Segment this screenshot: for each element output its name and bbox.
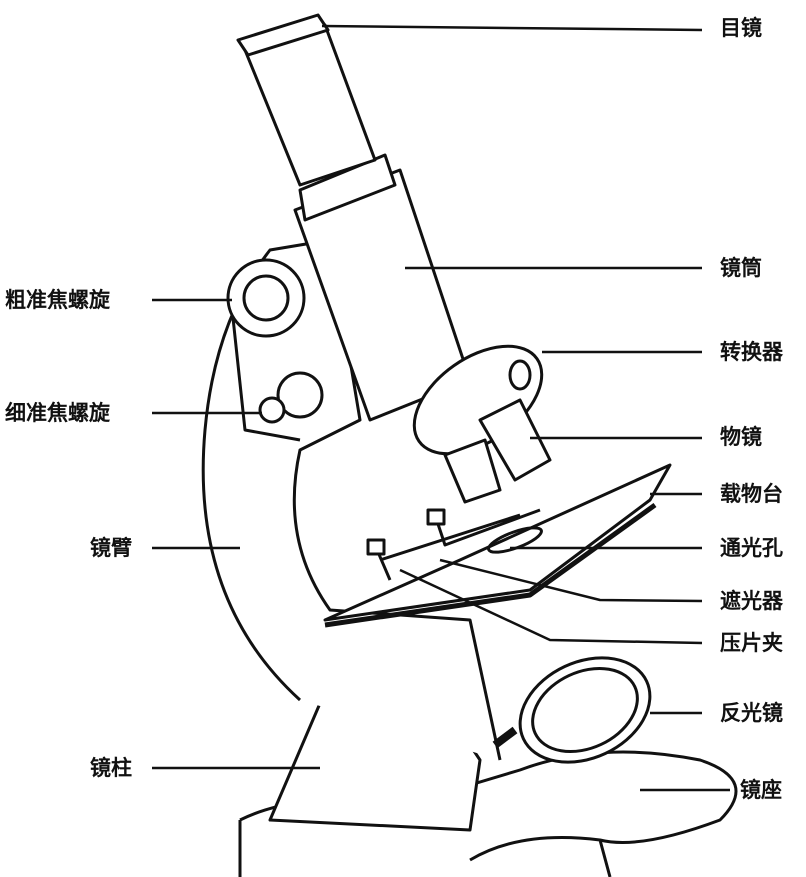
label-coarse-focus: 粗准焦螺旋 bbox=[5, 288, 110, 312]
label-tube: 镜筒 bbox=[720, 256, 762, 280]
label-pillar: 镜柱 bbox=[90, 756, 132, 780]
leader-lines bbox=[152, 24, 730, 792]
arm-shape bbox=[201, 238, 502, 761]
label-diaphragm: 遮光器 bbox=[720, 589, 783, 613]
label-objective: 物镜 bbox=[720, 425, 762, 449]
label-eyepiece: 目镜 bbox=[720, 16, 762, 40]
label-aperture: 通光孔 bbox=[720, 536, 783, 560]
label-mirror: 反光镜 bbox=[720, 701, 783, 725]
label-nosepiece: 转换器 bbox=[720, 340, 783, 364]
stage-shape bbox=[323, 463, 672, 622]
label-base: 镜座 bbox=[740, 778, 782, 802]
fine-knob bbox=[276, 371, 324, 419]
coarse-knob bbox=[226, 258, 306, 338]
objective-shape bbox=[478, 398, 552, 482]
label-stage: 载物台 bbox=[720, 482, 783, 506]
label-clip: 压片夹 bbox=[720, 631, 783, 655]
label-arm: 镜臂 bbox=[90, 536, 132, 560]
label-fine-focus: 细准焦螺旋 bbox=[5, 401, 110, 425]
